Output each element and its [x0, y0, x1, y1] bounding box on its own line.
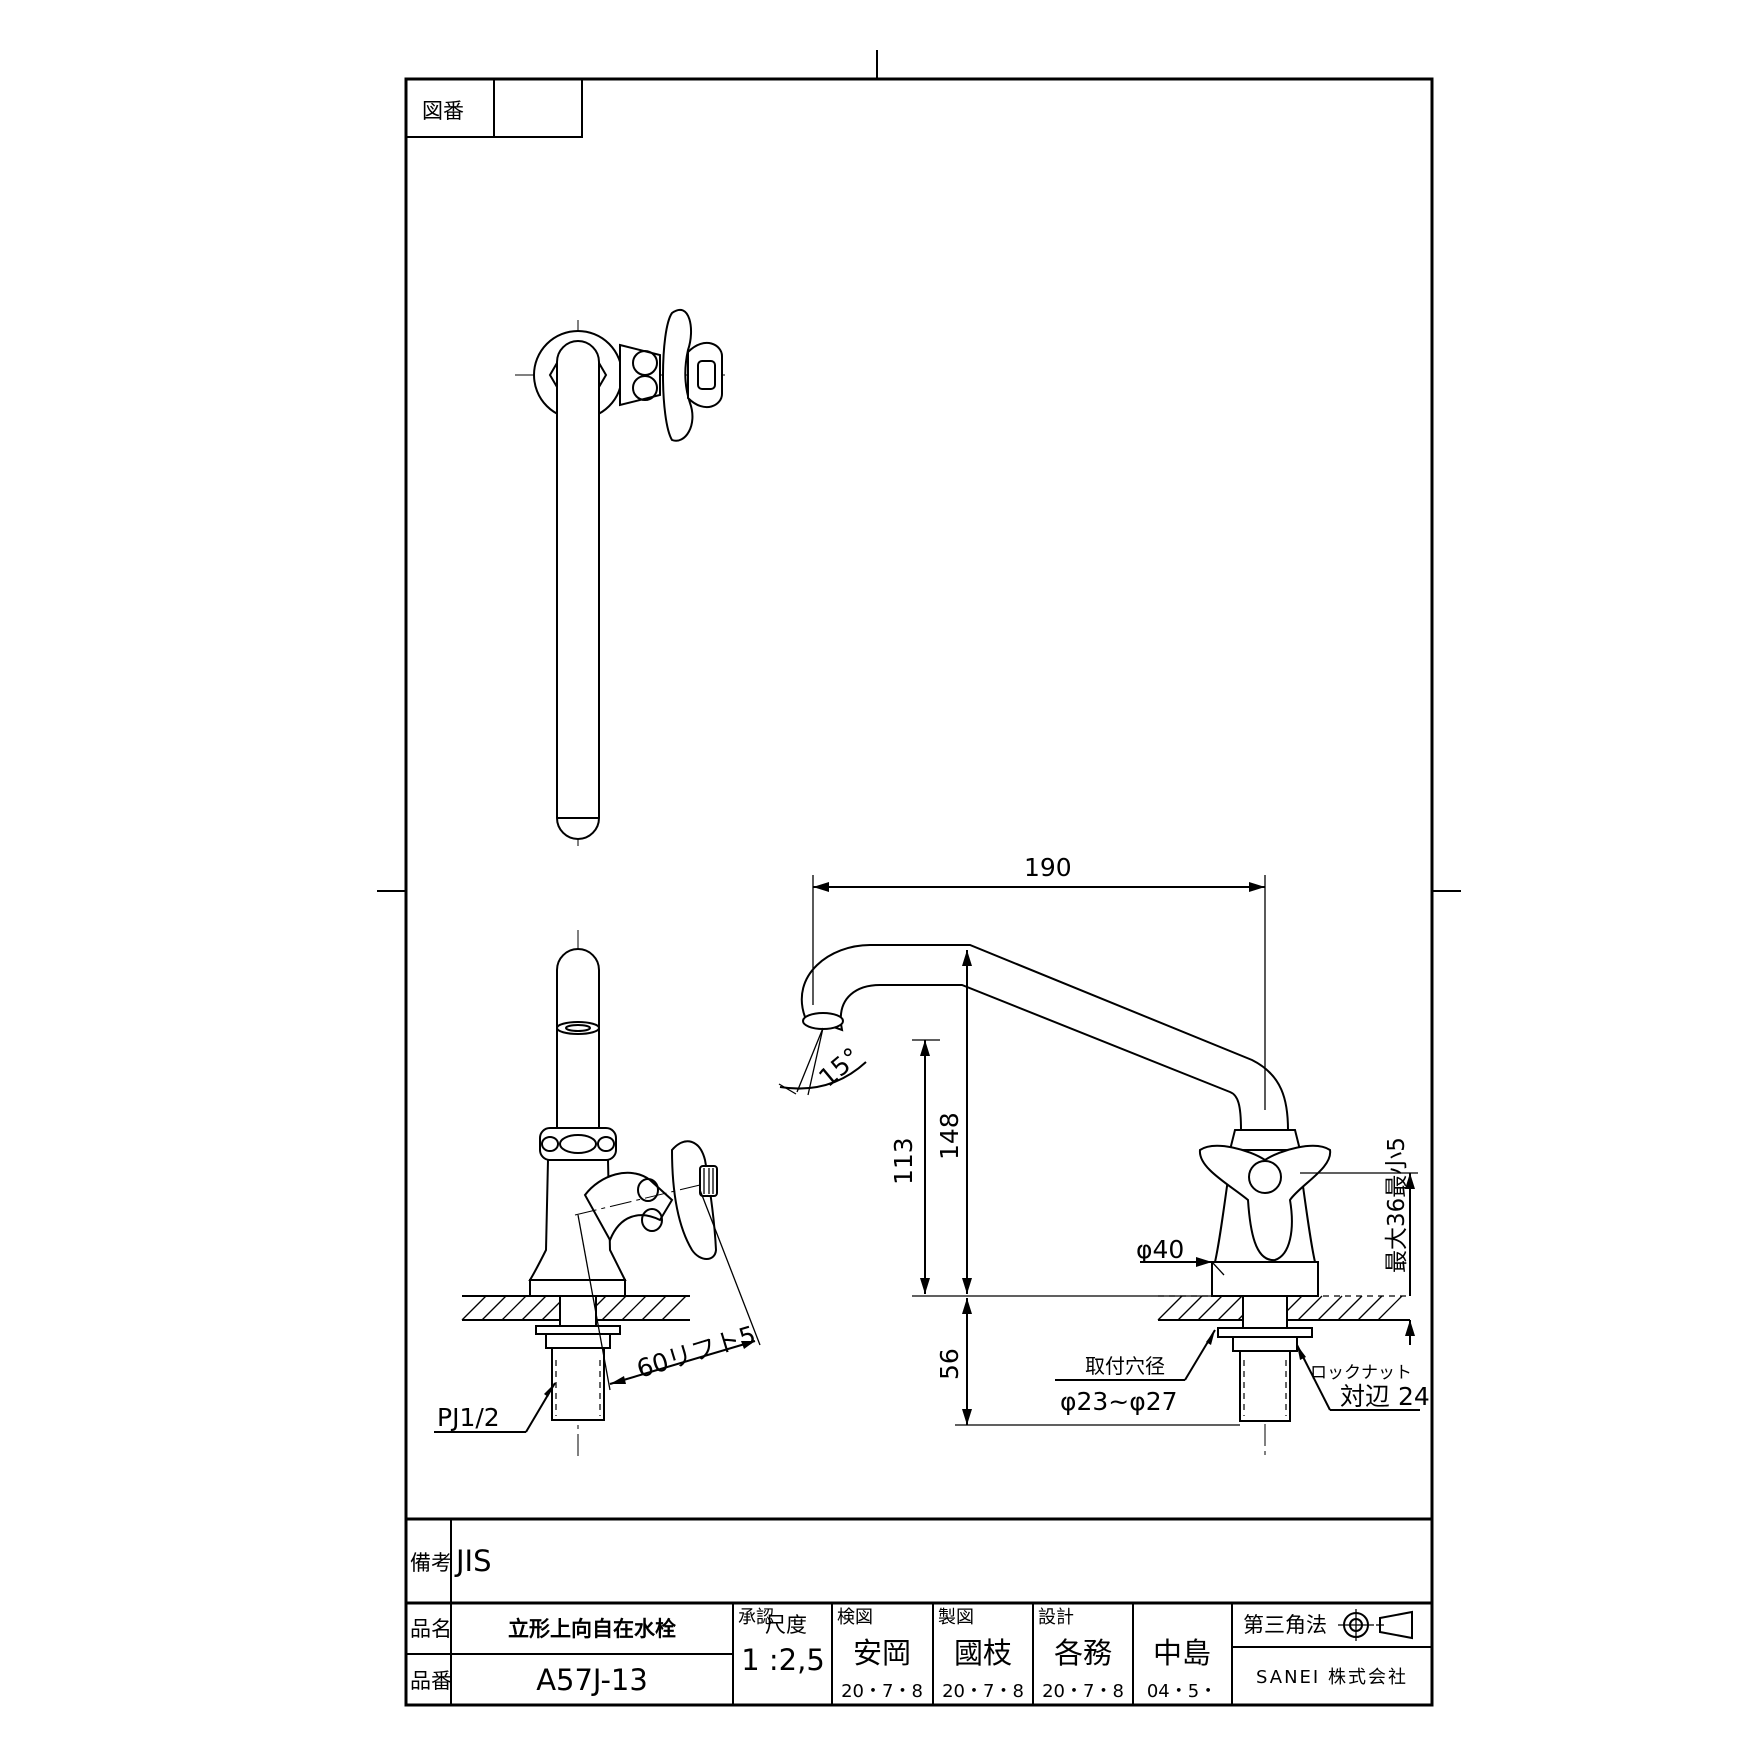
drawn-label: 製図: [938, 1607, 974, 1628]
dim-reach: 190: [1024, 853, 1072, 882]
approved-date: 20・7・8: [841, 1681, 923, 1702]
checked-name: 國枝: [954, 1636, 1012, 1670]
approved-name: 安岡: [853, 1636, 911, 1670]
company-name: SANEI 株式会社: [1256, 1667, 1408, 1688]
checked-date: 20・7・8: [942, 1681, 1024, 1702]
dim-total-height: 148: [935, 1112, 964, 1160]
nut-size: 対辺 24: [1340, 1382, 1430, 1411]
handle-screw-top: [697, 360, 716, 390]
drawing-number-box: 図番: [405, 78, 583, 138]
hole-label: 取付穴径: [1085, 1354, 1165, 1378]
handle-cap-side: [1248, 1160, 1282, 1194]
dim-angle: 15°: [813, 1042, 866, 1093]
locknut-side: [1232, 1336, 1298, 1352]
drawing-number-label: 図番: [422, 99, 464, 123]
handle-side: [1198, 1144, 1332, 1262]
spout-side: [800, 944, 1290, 1131]
scale-label: 尺度: [765, 1613, 807, 1637]
dim-spout-height: 113: [889, 1137, 918, 1185]
dim-counter-range: 最大36最小5: [1384, 1137, 1410, 1273]
spout-top: [556, 340, 600, 840]
product-number: A57J-13: [536, 1663, 648, 1697]
shank-front: [551, 1347, 605, 1421]
designed-label: 設計: [1038, 1607, 1074, 1628]
washer-front: [535, 1325, 621, 1335]
designed-name: 中島: [1153, 1636, 1211, 1670]
upper-nut-front: [539, 1127, 617, 1161]
dim-below-counter: 56: [935, 1348, 964, 1380]
front-view: PJ1/2 60リフト5: [434, 930, 761, 1460]
number-label: 品番: [410, 1669, 452, 1693]
washer-side: [1217, 1327, 1313, 1338]
side-view: 190 15° 113 148 56 φ40 最大36最小5: [778, 853, 1430, 1460]
name-label: 品名: [410, 1617, 452, 1641]
top-view: [515, 309, 725, 850]
thread-label: PJ1/2: [437, 1403, 500, 1432]
checked-label: 検図: [837, 1607, 873, 1628]
product-name: 立形上向自在水栓: [508, 1617, 676, 1641]
title-block: 備考 JIS 品名 立形上向自在水栓 品番 A57J-13 尺度 1 :2,5 …: [406, 1517, 1432, 1705]
approved-label: 承認: [738, 1607, 774, 1628]
spout-pipe-front: [556, 948, 600, 1140]
lift-label: 60リフト5: [633, 1320, 759, 1384]
remarks-value: JIS: [454, 1544, 492, 1578]
drawn-name: 各務: [1054, 1636, 1112, 1670]
third-angle-projection-icon: [1338, 1609, 1413, 1641]
shank-side: [1239, 1350, 1291, 1422]
projection-label: 第三角法: [1243, 1613, 1327, 1637]
remarks-label: 備考: [410, 1551, 452, 1575]
drawn-date: 20・7・8: [1042, 1681, 1124, 1702]
valve-stem-front: [583, 1171, 674, 1243]
hole-range: φ23~φ27: [1060, 1387, 1178, 1416]
sheet-border: [404, 77, 1434, 1707]
scale-value: 1 :2,5: [741, 1643, 825, 1677]
designed-date: 04・5・: [1147, 1681, 1217, 1702]
handle-top: [662, 309, 694, 442]
dim-diameter: φ40: [1136, 1235, 1184, 1264]
handle-front: [670, 1140, 718, 1260]
nut-label: ロックナット: [1310, 1363, 1412, 1383]
